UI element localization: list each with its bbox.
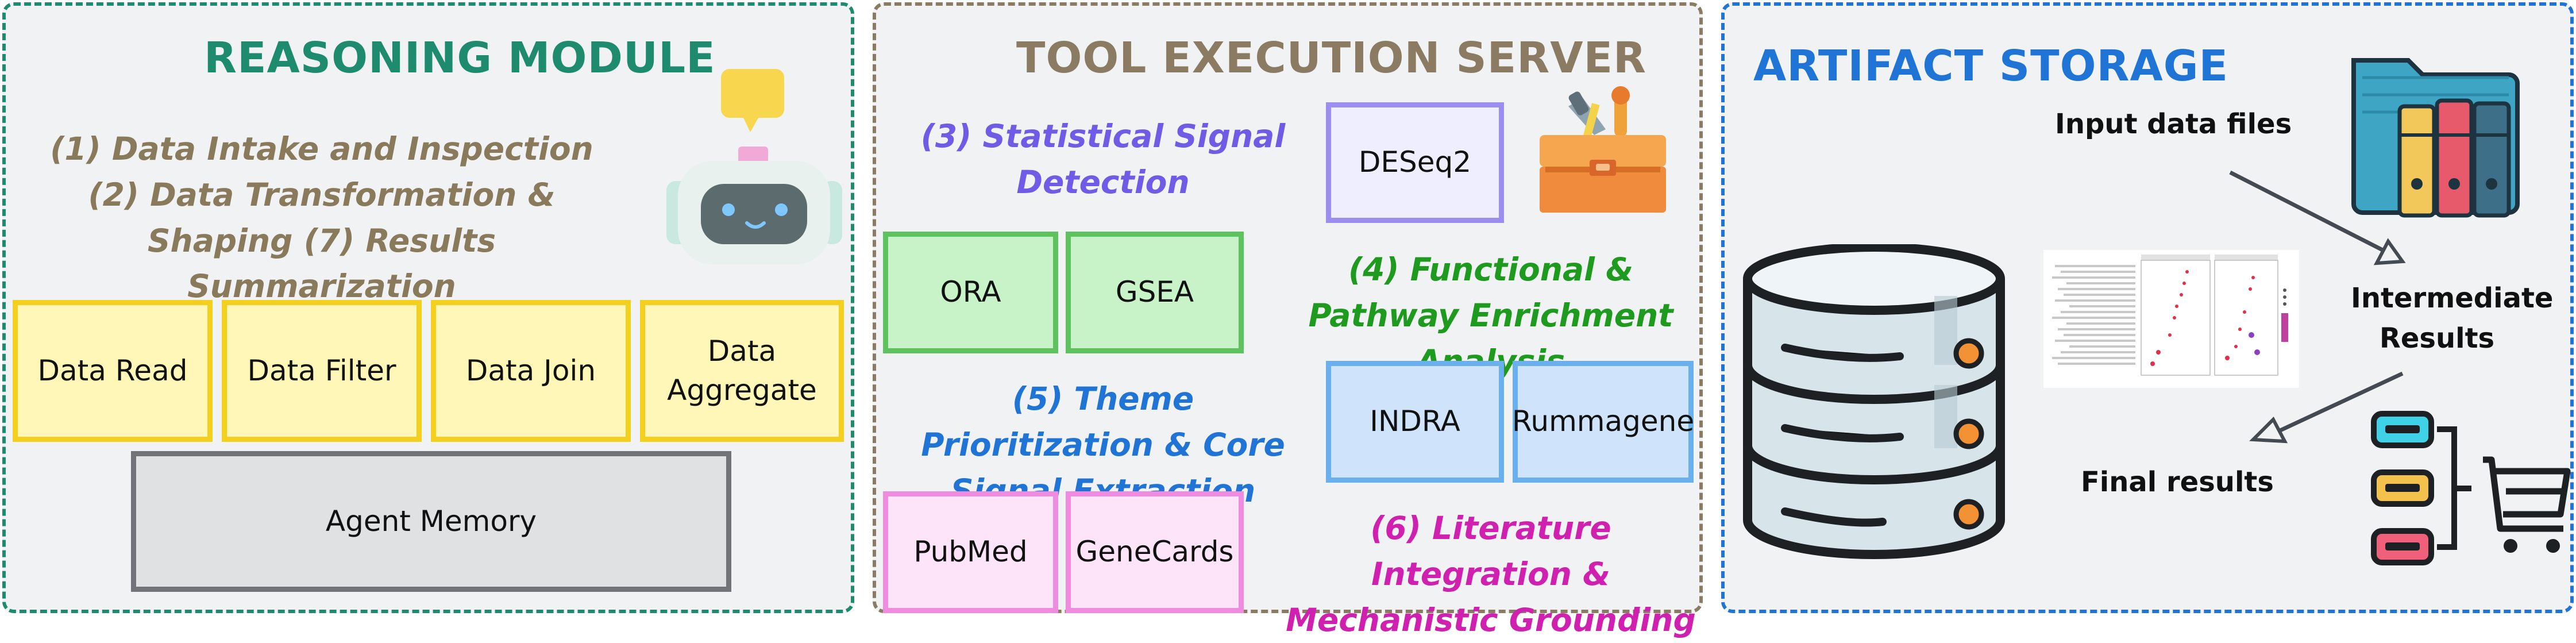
genecards-box: GeneCards xyxy=(1066,491,1244,613)
agent-memory-box: Agent Memory xyxy=(131,451,731,592)
arrow-input-to-intermediate xyxy=(2229,170,2406,265)
reasoning-module-panel: REASONING MODULE (1) Data Intake and Ins… xyxy=(2,2,854,613)
database-icon xyxy=(1743,244,2005,559)
input-data-files-label: Input data files xyxy=(2055,108,2292,140)
intermediate-results-label: Intermediate Results xyxy=(2351,282,2554,355)
tool-execution-server-title: TOOL EXECUTION SERVER xyxy=(1016,33,1646,83)
rummagene-box: Rummagene xyxy=(1512,361,1694,483)
data-aggregate-box: Data Aggregate xyxy=(640,300,844,442)
artifact-storage-title: ARTIFACT STORAGE xyxy=(1753,41,2229,91)
folder-binders-icon xyxy=(2351,58,2520,218)
data-filter-box: Data Filter xyxy=(222,300,422,442)
toolbox-icon xyxy=(1540,86,1666,213)
arrow-intermediate-to-final xyxy=(2249,371,2404,444)
stages-1-2-7-text: (1) Data Intake and Inspection (2) Data … xyxy=(50,130,593,305)
stage-3-text: (3) Statistical Signal Detection xyxy=(920,118,1286,201)
gsea-box: GSEA xyxy=(1066,232,1244,353)
dot-plot-thumbnail xyxy=(2043,250,2299,388)
ora-box: ORA xyxy=(883,232,1058,353)
robot-assistant-icon xyxy=(666,69,842,264)
stage-6-text: (6) Literature Integration & Mechanistic… xyxy=(1286,510,1696,638)
indra-box: INDRA xyxy=(1326,361,1504,483)
reasoning-module-title: REASONING MODULE xyxy=(204,33,716,83)
tool-execution-server-panel: TOOL EXECUTION SERVER (3) Statistical Si… xyxy=(873,2,1703,638)
data-join-box: Data Join xyxy=(431,300,631,442)
data-read-box: Data Read xyxy=(13,300,213,442)
list-cart-icon xyxy=(2371,411,2571,565)
pubmed-box: PubMed xyxy=(883,491,1058,613)
artifact-storage-panel: ARTIFACT STORAGE Input data files Interm… xyxy=(1721,2,2574,613)
final-results-label: Final results xyxy=(2081,466,2274,498)
deseq2-box: DESeq2 xyxy=(1326,102,1504,223)
